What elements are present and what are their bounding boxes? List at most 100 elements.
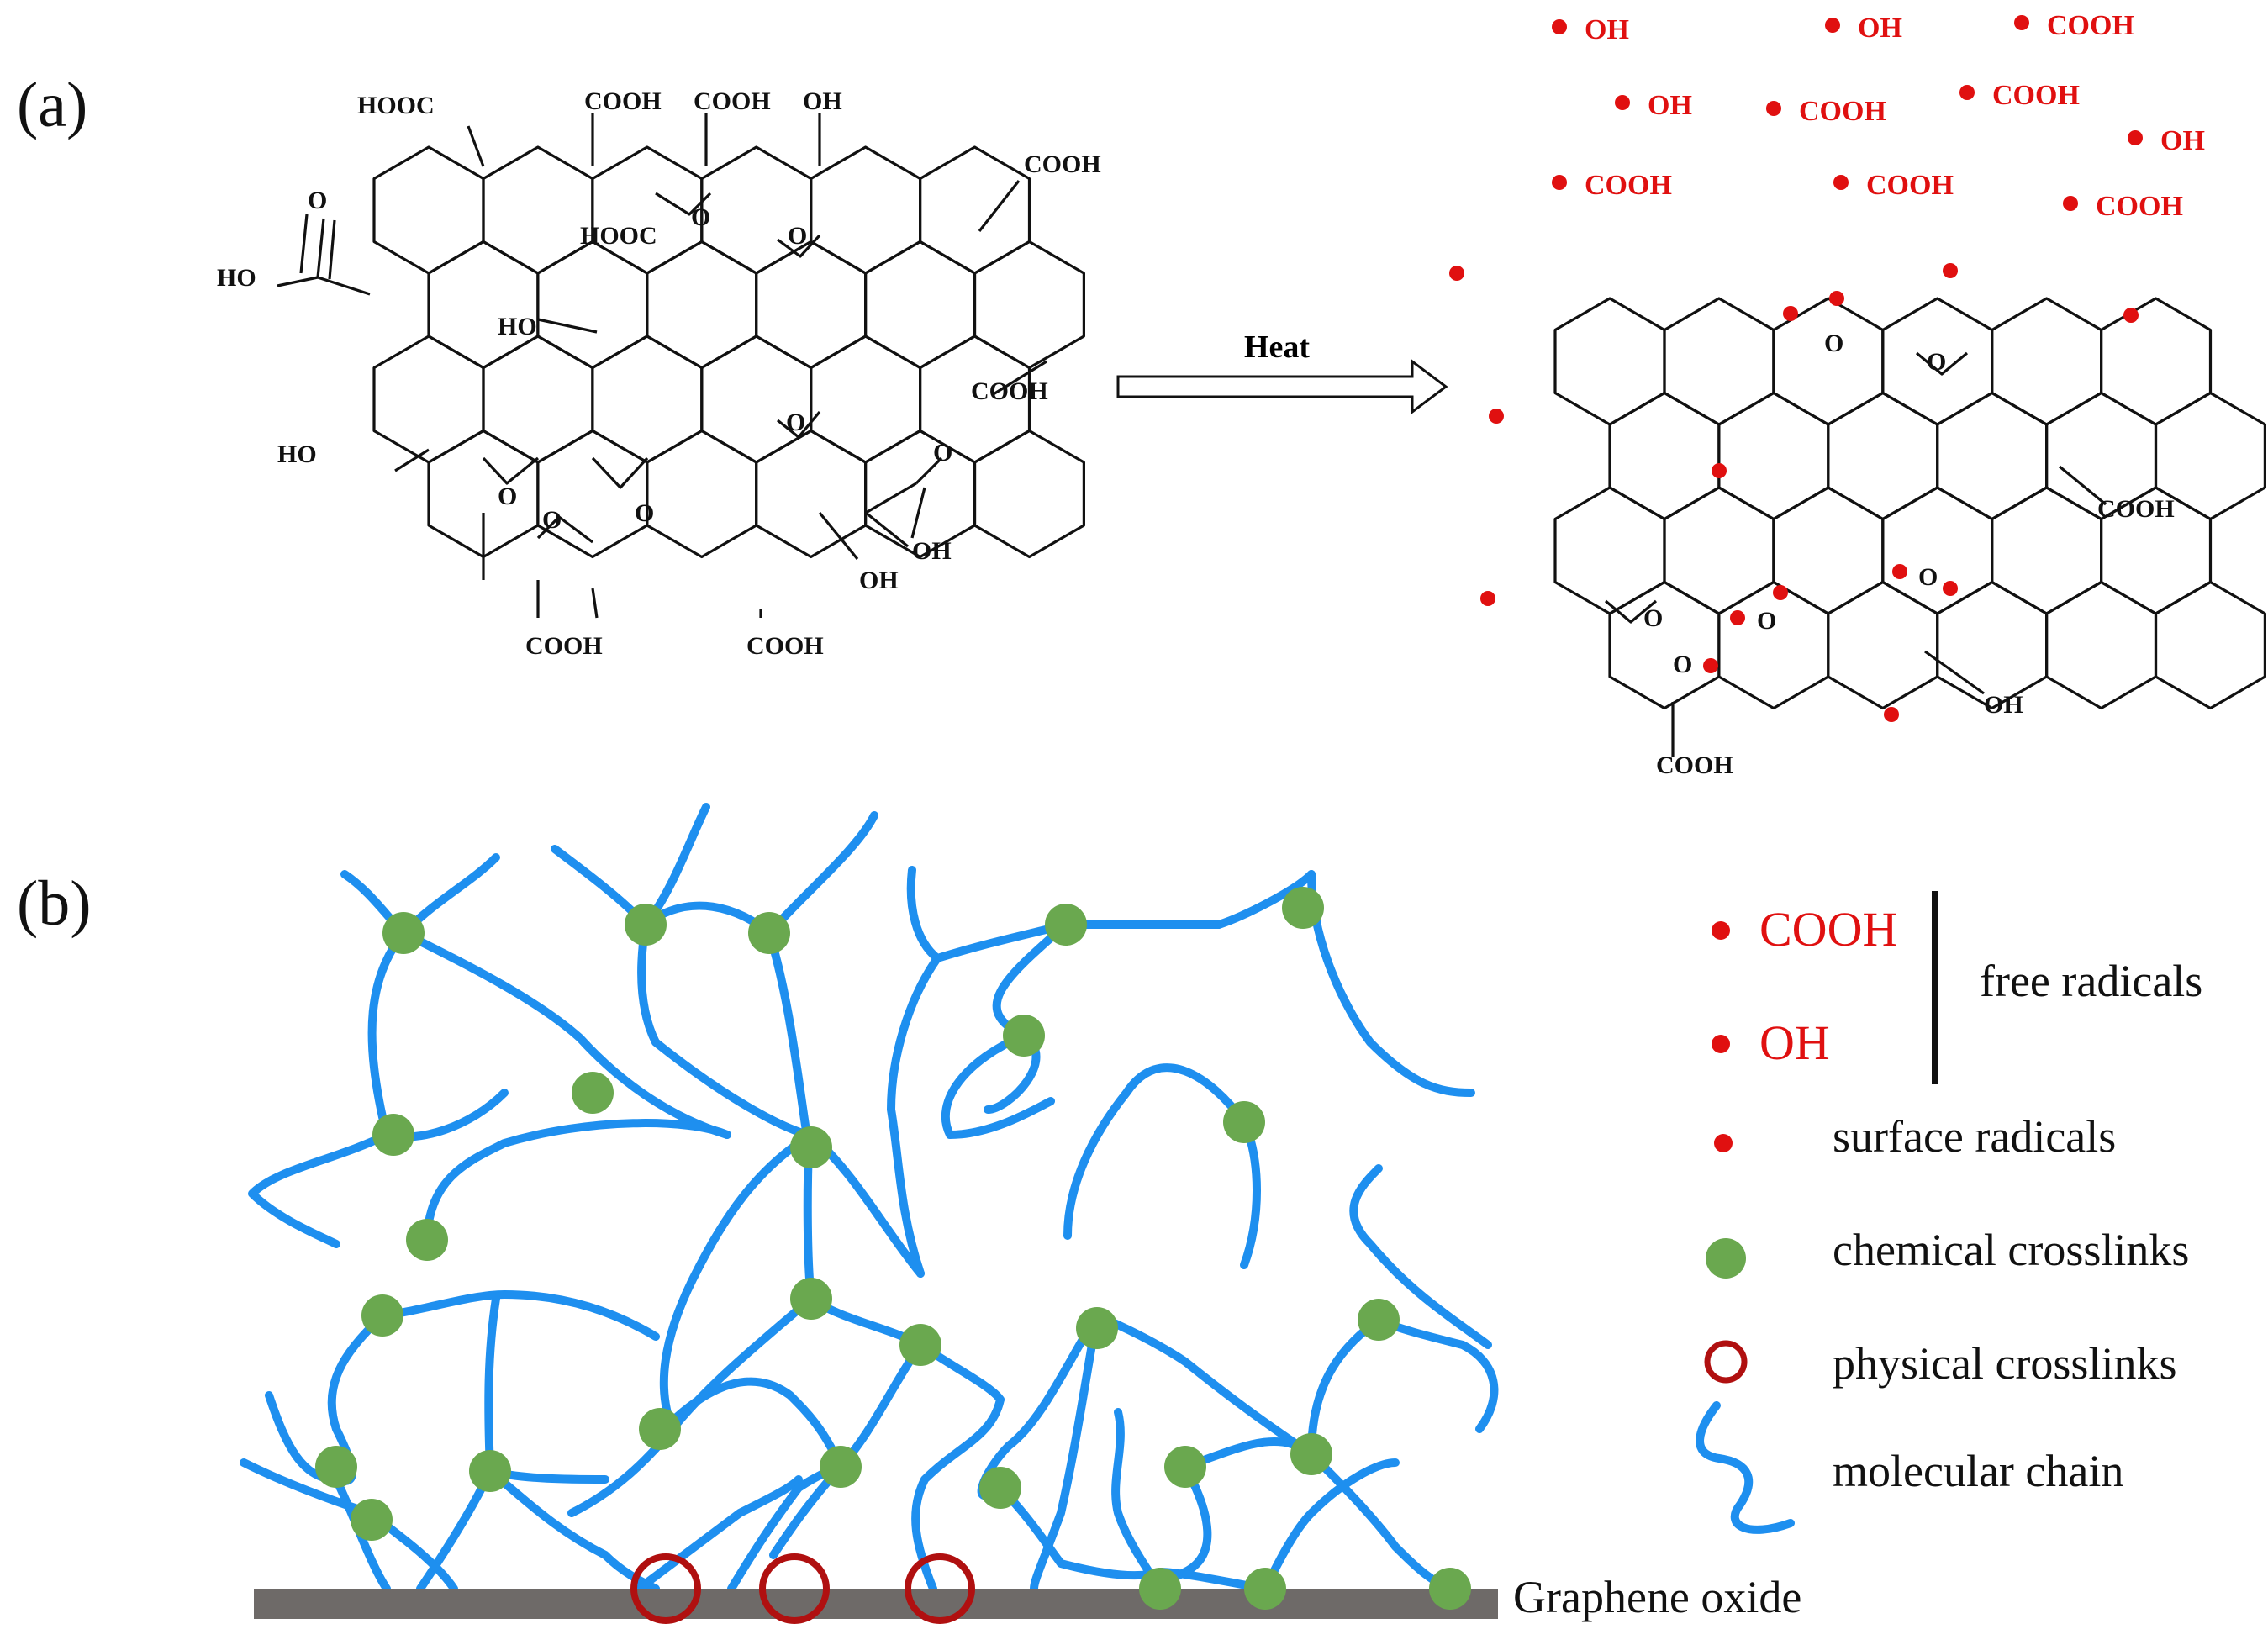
surface-radical-dot (1449, 266, 1464, 281)
free-radical-dot (1552, 19, 1567, 34)
chemical-crosslink (979, 1467, 1021, 1509)
rgo-hex (1717, 391, 1830, 521)
free-radical-dot (2128, 130, 2143, 145)
rgo-hex (1991, 297, 2103, 426)
rgo-o-3: O (1918, 563, 1938, 591)
free-radical-label: COOH (1992, 80, 2080, 111)
legend-oh: OH (1759, 1015, 1830, 1070)
legend-substrate-label: Graphene oxide (1513, 1572, 1801, 1622)
legend-free-radicals: free radicals (1980, 956, 2202, 1006)
free-radical-label: OH (1648, 90, 1692, 121)
molecular-chain (484, 1294, 609, 1484)
chemical-crosslink (1076, 1307, 1118, 1349)
rgo-o-6: O (1673, 651, 1692, 678)
chemical-crosslink (1429, 1568, 1471, 1610)
go-epoxide-o-3: O (786, 409, 805, 436)
molecular-chain (1063, 1063, 1248, 1240)
free-radical-label: COOH (1799, 96, 1886, 127)
free-radical-dot (1766, 101, 1781, 116)
molecular-chain (1030, 1311, 1101, 1593)
free-radical-dot (2014, 15, 2029, 30)
chemical-crosslink (1282, 887, 1324, 929)
chemical-crosslink (372, 1114, 414, 1156)
molecular-chain (1261, 1458, 1400, 1593)
legend-cooh: COOH (1759, 902, 1897, 957)
heat-label: Heat (1244, 330, 1310, 365)
go-hex (700, 335, 813, 464)
go-hex (427, 240, 540, 370)
panel-label-b: (b) (17, 868, 92, 939)
chemical-crosslink (748, 912, 790, 954)
rgo-epoxide-bonds (1604, 351, 1969, 624)
rgo-o-2: O (1927, 348, 1946, 376)
molecular-chain (248, 1131, 391, 1248)
molecular-chain (635, 1475, 803, 1593)
go-hooc-top: HOOC (357, 92, 435, 119)
graphene-oxide-structure: HOOC COOH COOH OH COOH HOOC HO O HO COOH… (217, 87, 1101, 660)
molecular-chain (423, 1119, 731, 1244)
free-radical-label: COOH (2047, 10, 2134, 41)
go-hex (810, 335, 922, 464)
go-hex (973, 429, 1085, 559)
go-hex (482, 335, 594, 464)
surface-radical-dot (1829, 291, 1844, 306)
panel-label-a: (a) (17, 70, 87, 140)
molecular-chain (1374, 1315, 1499, 1433)
chemical-crosslink (469, 1450, 511, 1492)
heat-arrow: Heat (1116, 330, 1448, 414)
surface-radical-dot (1703, 658, 1718, 673)
go-hex (755, 240, 868, 370)
free-radical-label: COOH (1866, 170, 1954, 201)
go-ho-inner: HO (498, 313, 537, 340)
free-radical-label: OH (1585, 14, 1629, 45)
chemical-crosslink (820, 1446, 862, 1488)
go-oh-lower-right: OH (859, 567, 899, 594)
go-cooh-right-mid: COOH (971, 377, 1048, 405)
go-hex (919, 145, 1031, 275)
chemical-crosslinks (315, 887, 1471, 1610)
go-cooh-bottom-2: COOH (746, 632, 824, 660)
rgo-hex (1608, 391, 1721, 521)
rgo-oh-bottom: OH (1984, 691, 2023, 719)
molecular-chain (637, 920, 815, 1139)
chemical-crosslink (361, 1294, 403, 1337)
free-radical-label: OH (1858, 13, 1902, 44)
chemical-crosslink (1223, 1101, 1265, 1143)
molecular-chain (996, 1484, 1164, 1580)
surface-radical-dot (1892, 564, 1907, 579)
molecular-chains (240, 803, 1499, 1593)
rgo-o-4: O (1643, 604, 1663, 632)
go-oh-right-label: OH (912, 537, 952, 565)
free-radical-dot (1825, 18, 1840, 33)
molecular-chain (378, 1290, 660, 1341)
physical-crosslinks (630, 1553, 975, 1624)
chemical-crosslink (315, 1446, 357, 1488)
go-ho-left: HO (217, 264, 256, 292)
rgo-hex (1553, 297, 1666, 426)
go-double-bonds (299, 214, 336, 280)
go-o-right: O (933, 439, 952, 467)
molecular-chain (1111, 1408, 1164, 1593)
physical-crosslink-ring (759, 1553, 830, 1624)
molecular-chain (1307, 1450, 1454, 1593)
go-hex (372, 145, 485, 275)
rgo-hex (2045, 580, 2158, 710)
chemical-crosslink (1290, 1433, 1332, 1475)
chemical-crosslink (639, 1408, 681, 1450)
legend-surface-dot (1714, 1134, 1733, 1152)
go-epoxide-o-1: O (691, 203, 710, 231)
rgo-hex (1881, 486, 1994, 615)
legend-red-ring (1704, 1340, 1748, 1384)
chemical-crosslink (406, 1219, 448, 1261)
free-radical-label: OH (2160, 125, 2205, 156)
rgo-hex (1827, 580, 1939, 710)
rgo-o-5: O (1757, 607, 1776, 635)
rgo-o-1: O (1824, 330, 1843, 357)
legend-bracket-bar (1932, 891, 1938, 1084)
legend-physical-crosslinks: physical crosslinks (1833, 1338, 2176, 1389)
free-radical-dot (1959, 85, 1975, 100)
go-hex (755, 429, 868, 559)
rgo-hex (2100, 297, 2213, 426)
go-hex (591, 145, 704, 275)
